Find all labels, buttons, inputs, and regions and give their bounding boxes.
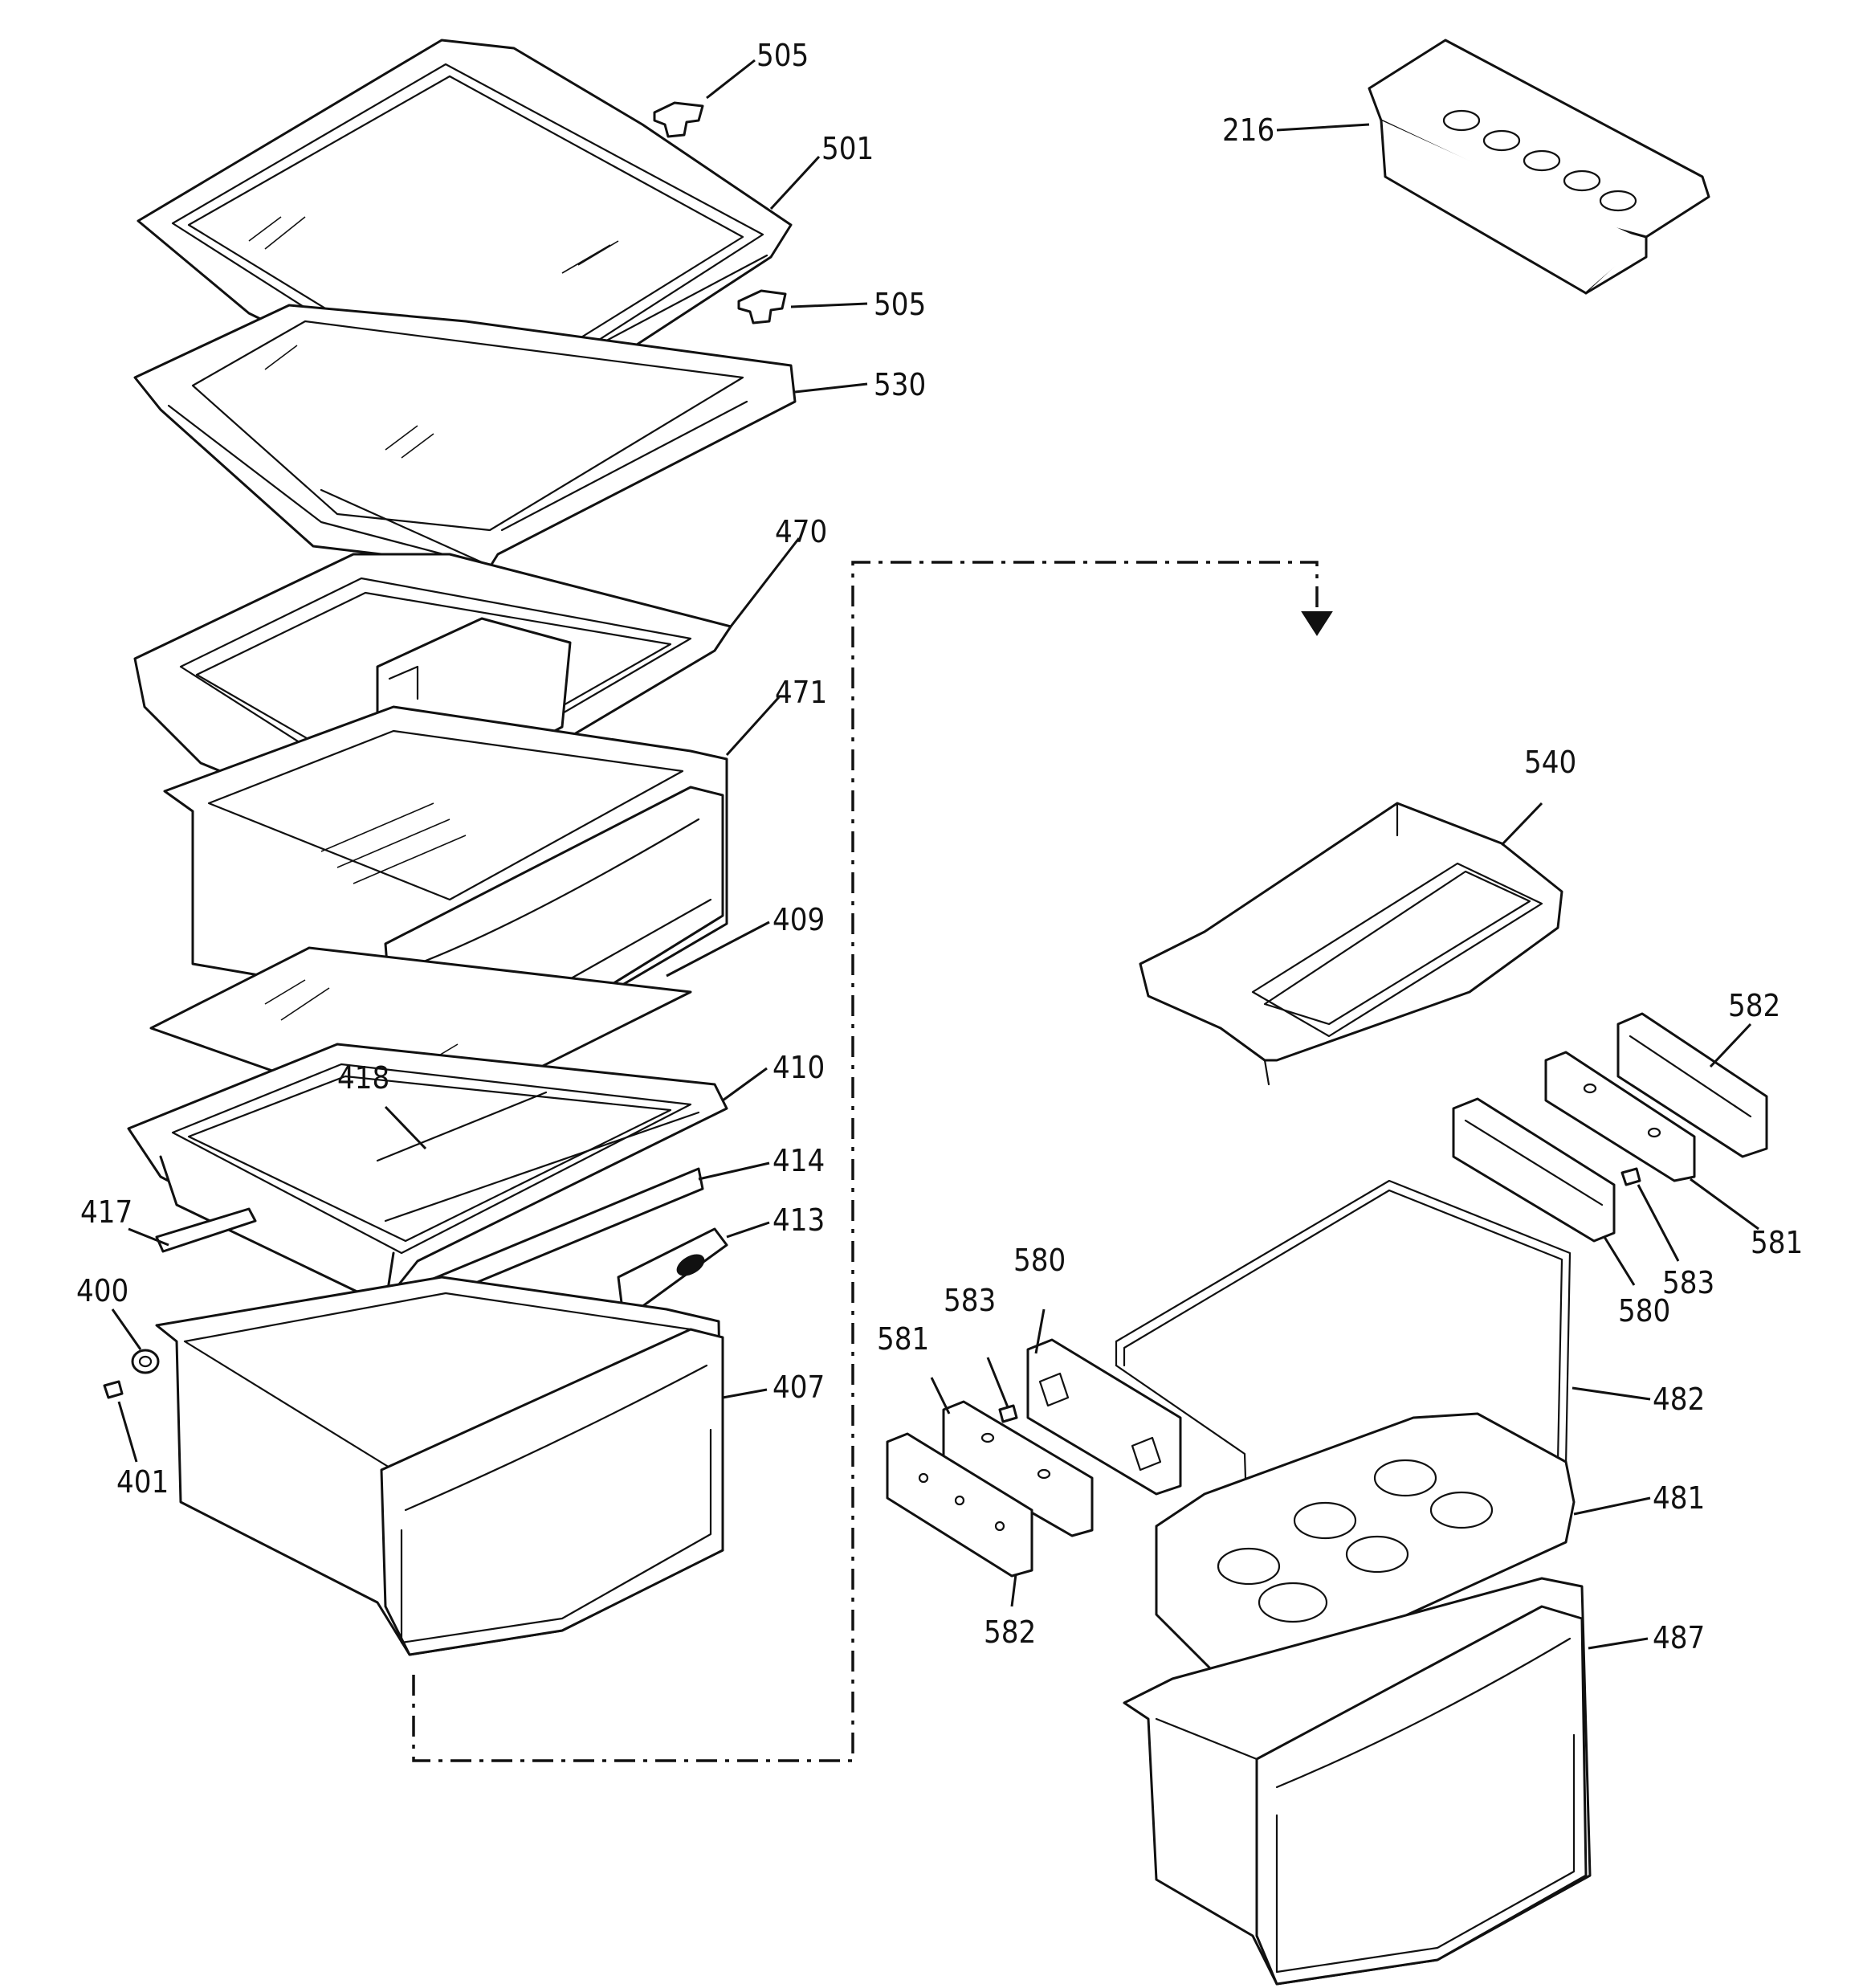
part-413-handle	[617, 1227, 728, 1311]
part-481-tray	[1155, 1412, 1576, 1680]
part-530-shelf-frame	[133, 304, 797, 588]
callout-407: 407	[773, 1370, 825, 1405]
callout-409: 409	[773, 902, 825, 937]
callout-418: 418	[337, 1060, 389, 1096]
callout-581-lower: 581	[877, 1321, 929, 1357]
part-582-block-upper	[1616, 1012, 1768, 1158]
part-410-crisper-frame	[127, 1043, 728, 1307]
callout-580-lower: 580	[1013, 1243, 1066, 1278]
callout-505-top: 505	[756, 38, 809, 73]
callout-582-upper: 582	[1728, 988, 1780, 1023]
callout-505-lower: 505	[874, 287, 926, 322]
callout-414: 414	[773, 1143, 825, 1178]
part-583-screw-lower	[998, 1404, 1018, 1423]
callout-481: 481	[1653, 1480, 1705, 1516]
leader-lines	[111, 59, 1759, 1650]
callout-labels: 505 501 505 530 470 471 409 418 410 414 …	[76, 38, 1803, 1655]
part-580-bracket-upper	[1452, 1097, 1616, 1243]
part-417-rod	[155, 1207, 257, 1253]
callout-413: 413	[773, 1202, 825, 1238]
part-505-clip-top	[653, 101, 704, 138]
part-400-roller	[131, 1349, 160, 1374]
part-487-bottom-drawer	[1123, 1577, 1592, 1986]
callout-470: 470	[775, 514, 827, 549]
part-580-bracket-lower	[1026, 1338, 1182, 1496]
callout-501: 501	[821, 131, 874, 166]
callout-582-lower: 582	[984, 1614, 1036, 1650]
callout-487: 487	[1653, 1620, 1705, 1655]
part-581-plate-upper	[1544, 1051, 1696, 1182]
callout-471: 471	[775, 675, 827, 710]
part-583-screw-upper	[1620, 1167, 1641, 1186]
callout-540: 540	[1524, 745, 1576, 780]
part-505-clip-lower	[737, 289, 787, 325]
callout-583-upper: 583	[1662, 1265, 1714, 1300]
callout-410: 410	[773, 1050, 825, 1085]
part-216-egg-bin	[1368, 39, 1710, 295]
callout-581-upper: 581	[1751, 1225, 1803, 1260]
callout-580-upper: 580	[1618, 1293, 1670, 1329]
callout-400: 400	[76, 1273, 128, 1308]
part-407-bottom-drawer	[155, 1276, 724, 1656]
callout-583-lower: 583	[944, 1283, 996, 1318]
part-582-block-lower	[886, 1432, 1033, 1578]
callout-401: 401	[116, 1464, 169, 1500]
callout-482: 482	[1653, 1382, 1705, 1417]
assembly-arrow-icon	[1301, 611, 1333, 636]
callout-417: 417	[80, 1194, 132, 1230]
callout-216: 216	[1222, 112, 1274, 148]
part-401-screw	[103, 1380, 124, 1399]
callout-530: 530	[874, 367, 926, 402]
assembly-path-line	[412, 561, 1319, 1762]
part-540-cover	[1139, 802, 1563, 1086]
